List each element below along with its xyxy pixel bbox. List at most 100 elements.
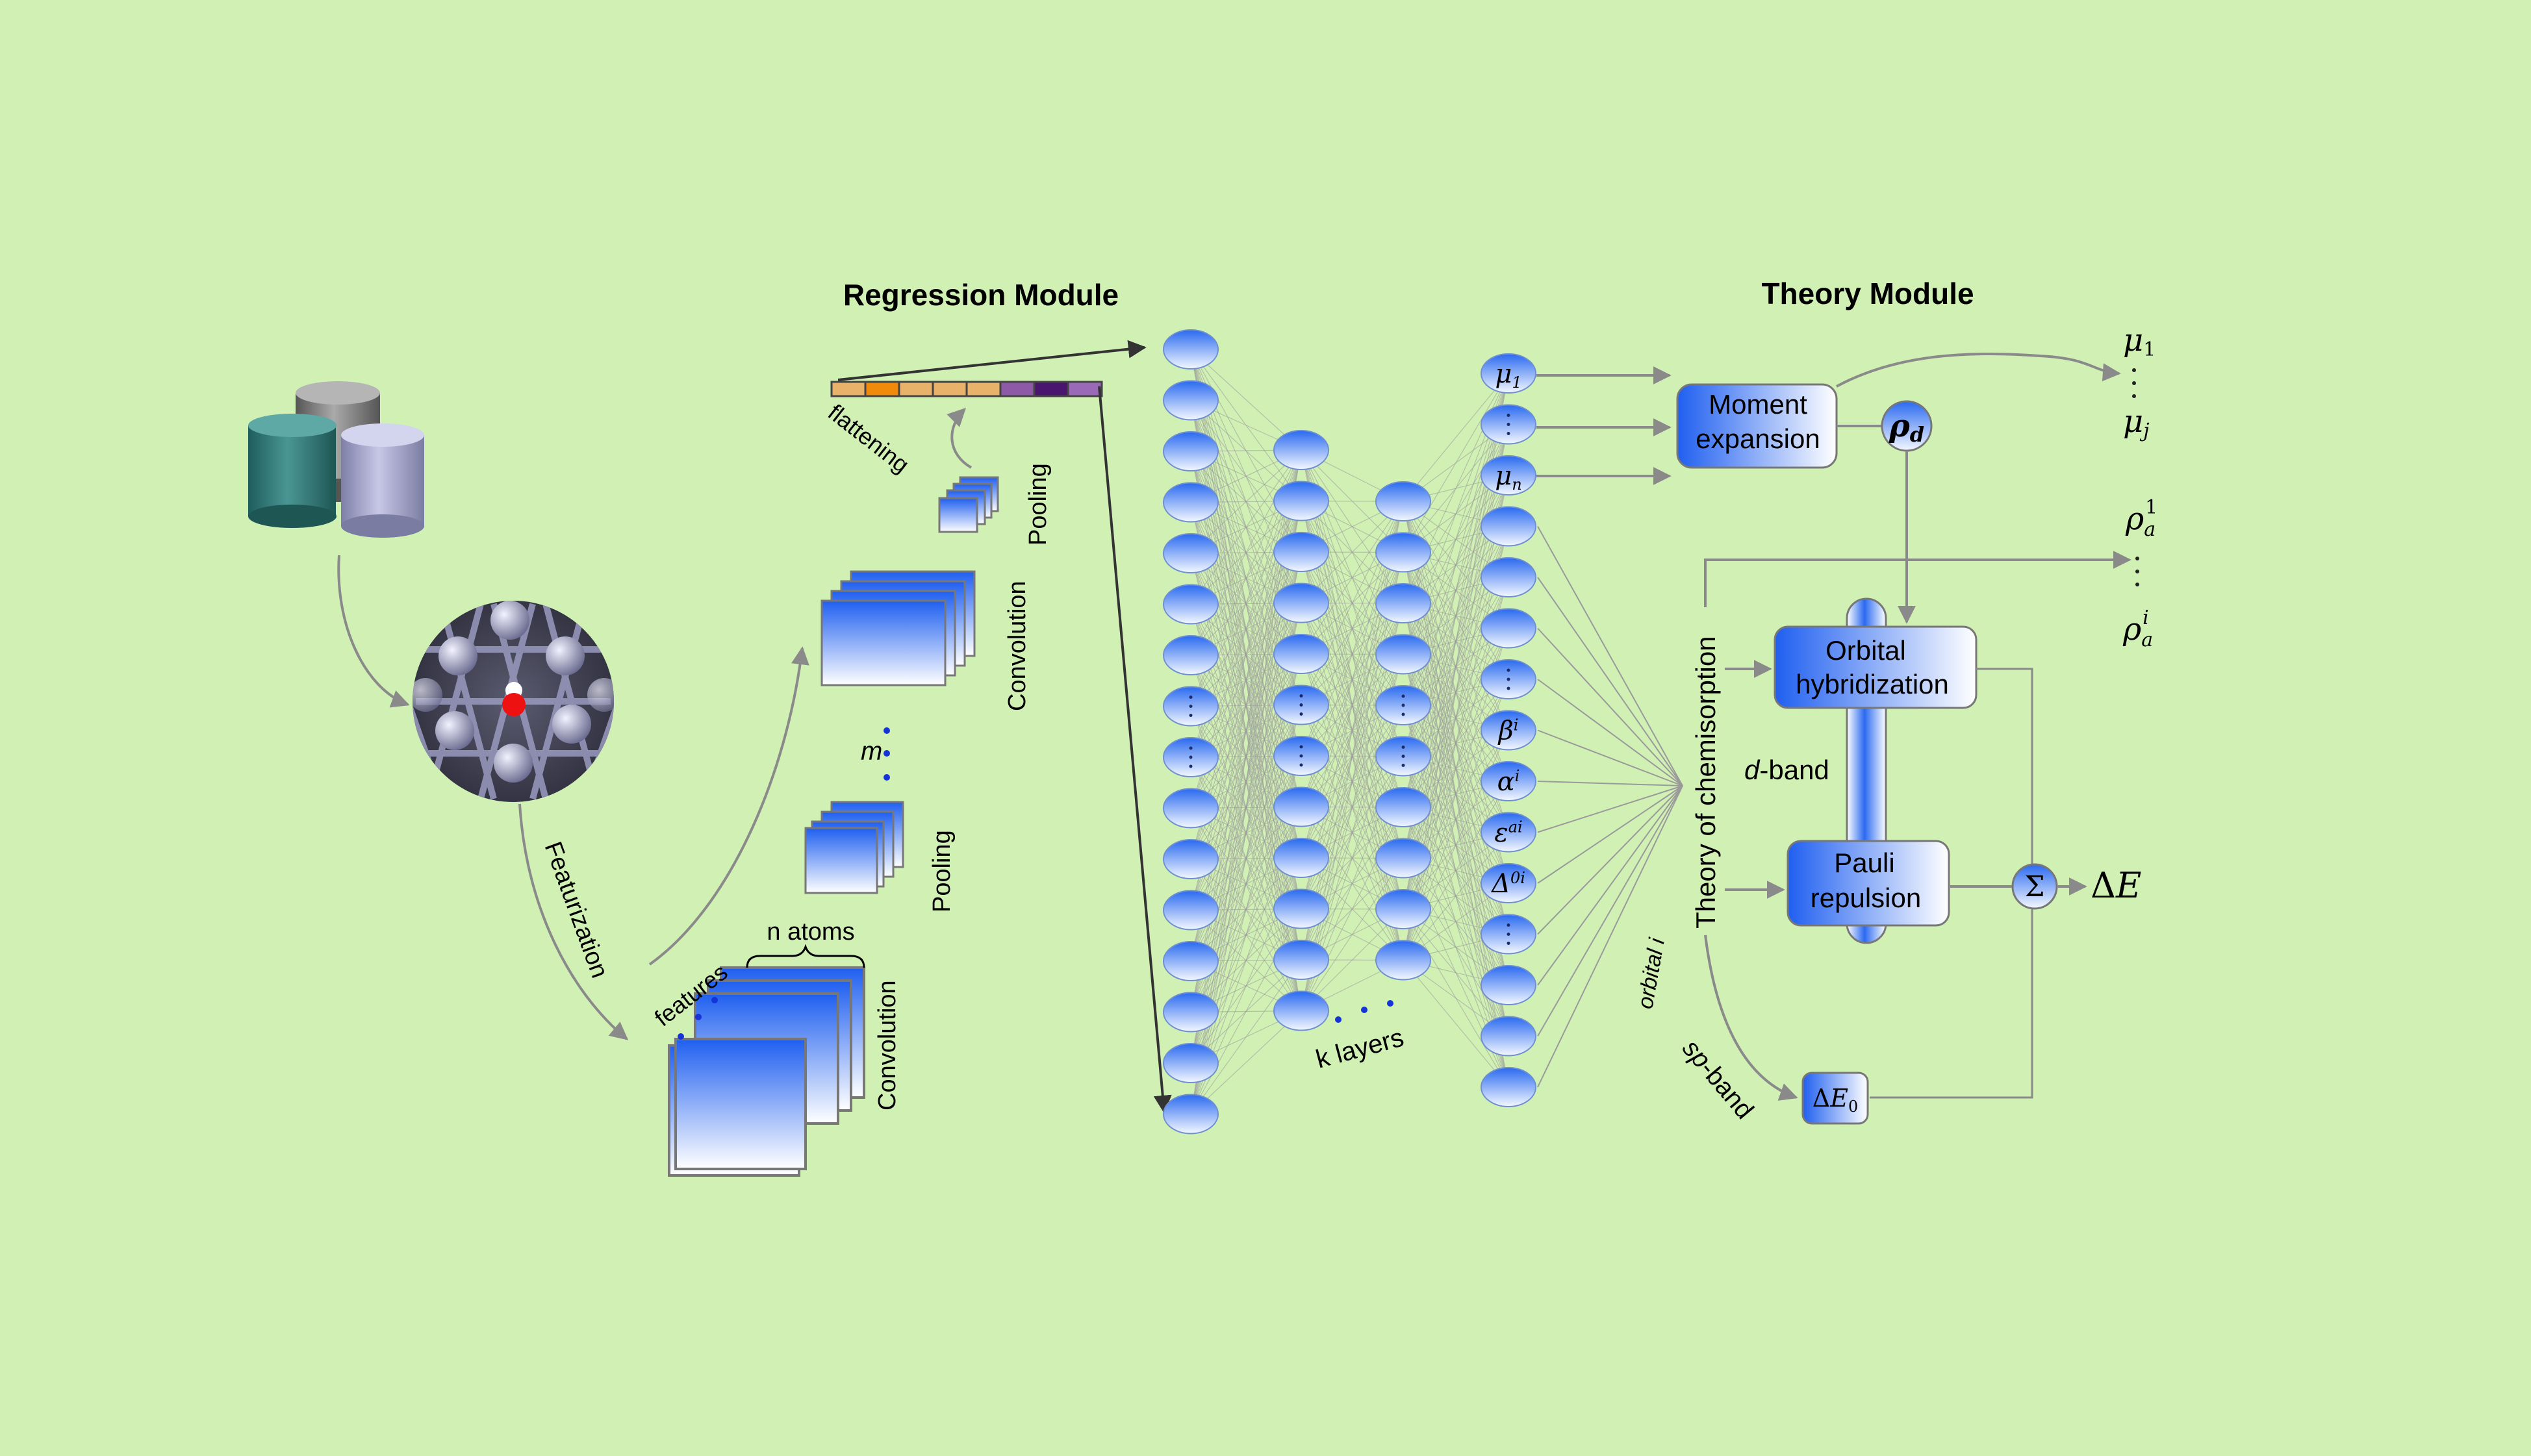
- nn-edge: [1190, 449, 1302, 910]
- convolution-label-1: Convolution: [874, 980, 901, 1111]
- flattened-vector: [830, 381, 1103, 397]
- sp-band-label: sp-band: [1677, 1035, 1759, 1125]
- nn-node: [1163, 839, 1219, 879]
- nn-edge: [1403, 373, 1509, 859]
- nn-ellipsis-dot: [1299, 745, 1303, 749]
- arrow-db-to-structure: [337, 555, 410, 708]
- nn-node: [1375, 889, 1431, 929]
- nn-output-ellipsis: [1507, 432, 1510, 435]
- k-layers-label: k layers: [1313, 1023, 1407, 1074]
- nn-node: [1163, 941, 1219, 981]
- nn-output-ellipsis: [1507, 933, 1510, 936]
- moment-expansion-line2: expansion: [1696, 423, 1820, 454]
- nn-node: [1163, 533, 1219, 573]
- nn-edge: [1301, 501, 1404, 960]
- nn-node: [1481, 965, 1536, 1005]
- nn-edge: [1190, 449, 1302, 656]
- nn-node: [1481, 710, 1536, 751]
- database-icon: [248, 381, 424, 538]
- nn-edge: [1301, 858, 1404, 1011]
- nn-node: [1481, 455, 1536, 496]
- atomic-structure-image: [413, 601, 614, 802]
- nn-ellipsis-dot: [1401, 703, 1405, 707]
- nn-ellipsis-dot: [1189, 755, 1193, 759]
- rho-a1-output: ρa1: [2125, 496, 2157, 541]
- nn-output-label: αi: [1497, 767, 1520, 797]
- sigma-node: Σ: [2011, 863, 2058, 910]
- arrow-vector-to-nn-top: [837, 340, 1147, 381]
- arrow-sp-band: [1704, 935, 1798, 1101]
- nn-node: [1481, 557, 1536, 597]
- arrow-to-mu-outputs: [1836, 352, 2121, 388]
- nn-node: [1481, 353, 1536, 394]
- feature-matrix-stack: [668, 966, 865, 1177]
- nn-edge: [1190, 349, 1302, 451]
- nn-output-label: εai: [1494, 818, 1522, 848]
- nn-edge: [1301, 603, 1404, 1011]
- svg-text:hybridization: hybridization: [1796, 669, 1949, 699]
- nn-edge: [1403, 781, 1509, 960]
- orbital-i-label: orbital i: [1633, 935, 1670, 1010]
- nn-edge: [1403, 373, 1509, 808]
- nn-edge: [1301, 501, 1404, 655]
- orbital-fan-edge: [1537, 785, 1683, 884]
- nn-node: [1481, 863, 1536, 903]
- convolution-stack-2: [820, 570, 976, 686]
- nn-node: [1481, 761, 1536, 801]
- nn-node: [1163, 635, 1219, 675]
- cylinder-teal: [248, 414, 337, 528]
- pauli-repulsion-box: Pauli repulsion: [1787, 840, 1950, 927]
- nn-edge: [1301, 909, 1404, 1011]
- svg-text:repulsion: repulsion: [1811, 883, 1921, 913]
- nn-ellipsis-dot: [1401, 694, 1405, 698]
- nn-node: [1273, 634, 1329, 674]
- nn-node: [1163, 431, 1219, 471]
- rho-d-node: ρd: [1881, 400, 1933, 452]
- orbital-fan-edge: [1537, 729, 1683, 786]
- nn-ellipsis-dot: [1299, 754, 1303, 758]
- nn-node: [1163, 992, 1219, 1033]
- orbital-fan-edge: [1537, 785, 1683, 935]
- nn-edge: [1403, 475, 1509, 960]
- nn-ellipsis-dot: [1299, 712, 1303, 716]
- nn-ellipsis-dot: [1189, 705, 1193, 708]
- k-layers-dots: [1335, 1000, 1393, 1023]
- orbital-fan-edge: [1537, 785, 1683, 986]
- arrow-to-rho-outputs: [1704, 551, 2131, 607]
- nn-ellipsis-dot: [1299, 694, 1303, 697]
- nn-ellipsis-dot: [1401, 755, 1405, 758]
- nn-edge: [1190, 705, 1302, 1114]
- m-label: m: [861, 737, 882, 766]
- nn-output-ellipsis: [1507, 677, 1510, 681]
- nn-output-ellipsis: [1507, 923, 1510, 927]
- nn-node: [1375, 532, 1431, 573]
- moment-expansion-box: Moment expansion: [1676, 383, 1838, 469]
- orbital-fan-edge: [1537, 526, 1683, 786]
- nn-output-label: μn: [1495, 461, 1521, 494]
- nn-edge: [1301, 501, 1404, 909]
- nn-ellipsis-dot: [1189, 696, 1193, 699]
- nn-edge: [1301, 501, 1404, 1011]
- moment-expansion-line1: Moment: [1709, 389, 1807, 420]
- nn-node: [1481, 608, 1536, 649]
- n-atoms-brace: [746, 944, 865, 968]
- nn-node: [1375, 787, 1431, 827]
- pooling-stack-2: [938, 476, 999, 533]
- nn-output-label: βi: [1497, 716, 1519, 746]
- nn-output-ellipsis: [1507, 423, 1510, 426]
- mu-dots: [2132, 368, 2136, 398]
- nn-edge: [1190, 1010, 1302, 1114]
- nn-node: [1273, 990, 1329, 1031]
- flattening-label: flattening: [823, 399, 914, 478]
- nn-output-ellipsis: [1507, 668, 1510, 672]
- orbital-fan-edge: [1537, 577, 1683, 786]
- nn-edge: [1403, 960, 1509, 1088]
- svg-text:Orbital: Orbital: [1825, 635, 1906, 666]
- pooling-label-2: Pooling: [1024, 463, 1052, 546]
- m-dots: [884, 727, 890, 781]
- svg-text:Pauli: Pauli: [1834, 847, 1894, 878]
- nn-node: [1481, 812, 1536, 853]
- theory-of-chemisorption-label: Theory of chemisorption: [1690, 636, 1721, 929]
- nn-edge: [1190, 449, 1302, 605]
